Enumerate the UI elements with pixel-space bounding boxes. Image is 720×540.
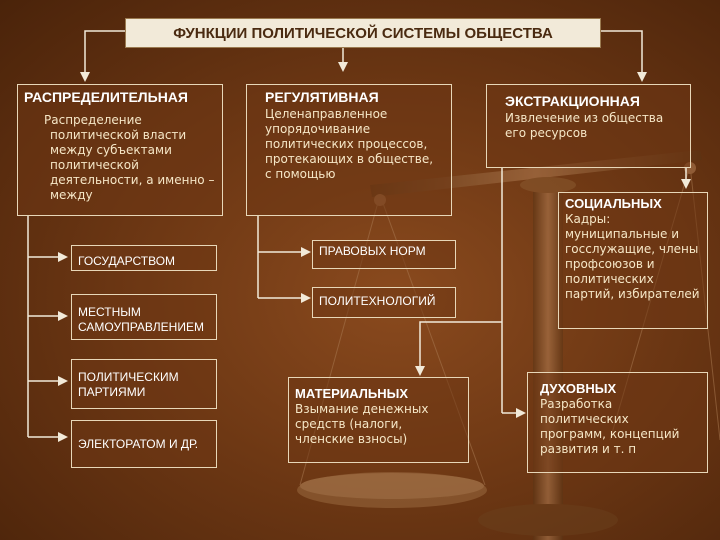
extraction-box: ЭКСТРАКЦИОННАЯ Извлечение из общества ег…: [486, 84, 691, 168]
social-box: СОЦИАЛЬНЫХ Кадры: муниципальные и госслу…: [558, 192, 708, 329]
item-legal-norms: ПРАВОВЫХ НОРМ: [312, 240, 456, 269]
item-political-technologies: ПОЛИТЕХНОЛОГИЙ: [312, 287, 456, 318]
social-header: СОЦИАЛЬНЫХ: [565, 196, 662, 211]
material-header: МАТЕРИАЛЬНЫХ: [295, 386, 408, 401]
regulatory-text: Целенаправленное упорядочивание политиче…: [265, 107, 434, 181]
social-text: Кадры: муниципальные и госслужащие, член…: [565, 212, 700, 301]
material-box: МАТЕРИАЛЬНЫХ Взымание денежных средств (…: [288, 377, 469, 463]
item-parties: ПОЛИТИЧЕСКИМ ПАРТИЯМИ: [71, 359, 217, 409]
item-electorate: ЭЛЕКТОРАТОМ И ДР.: [71, 420, 217, 468]
material-text: Взымание денежных средств (налоги, членс…: [295, 402, 429, 446]
extraction-text: Извлечение из общества его ресурсов: [505, 111, 664, 140]
item-state: ГОСУДАРСТВОМ: [71, 245, 217, 271]
extraction-header: ЭКСТРАКЦИОННАЯ: [505, 93, 640, 109]
spiritual-header: ДУХОВНЫХ: [540, 381, 617, 396]
spiritual-text: Разработка политических программ, концеп…: [540, 397, 680, 456]
distributive-box: РАСПРЕДЕЛИТЕЛЬНАЯ Распределение политиче…: [17, 84, 223, 216]
regulatory-header: РЕГУЛЯТИВНАЯ: [265, 89, 379, 105]
spiritual-box: ДУХОВНЫХ Разработка политических програм…: [527, 372, 708, 473]
distributive-header: РАСПРЕДЕЛИТЕЛЬНАЯ: [24, 89, 188, 105]
diagram-title: ФУНКЦИИ ПОЛИТИЧЕСКОЙ СИСТЕМЫ ОБЩЕСТВА: [125, 18, 601, 48]
regulatory-box: РЕГУЛЯТИВНАЯ Целенаправленное упорядочив…: [246, 84, 452, 216]
distributive-text: Распределение политической власти между …: [44, 113, 215, 202]
item-local-government: МЕСТНЫМ САМОУПРАВЛЕНИЕМ: [71, 294, 217, 340]
